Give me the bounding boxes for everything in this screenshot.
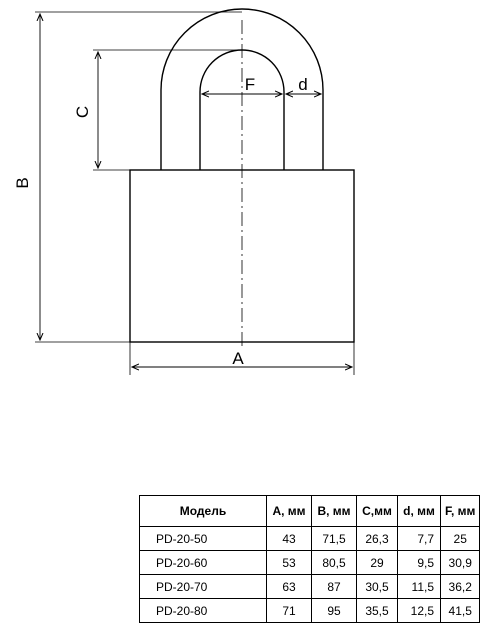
cell-f: 36,2 <box>439 574 481 599</box>
cell-c: 30,5 <box>356 574 398 599</box>
label-A: A <box>232 349 244 368</box>
cell-d: 11,5 <box>397 574 441 599</box>
header-c: C,мм <box>356 495 398 527</box>
cell-c: 35,5 <box>356 598 398 623</box>
header-d: d, мм <box>397 495 441 527</box>
cell-d: 12,5 <box>397 598 441 623</box>
cell-model: PD-20-80 <box>139 598 267 623</box>
cell-a: 63 <box>266 574 312 599</box>
dimension-lines <box>40 14 352 367</box>
cell-model: PD-20-70 <box>139 574 267 599</box>
cell-a: 53 <box>266 550 312 575</box>
header-f: F, мм <box>439 495 481 527</box>
spec-table: Модель A, мм B, мм C,мм d, мм F, мм PD-2… <box>139 495 481 623</box>
cell-model: PD-20-50 <box>139 526 267 551</box>
cell-f: 41,5 <box>439 598 481 623</box>
table-row: PD-20-50 43 71,5 26,3 7,7 25 <box>139 526 481 551</box>
label-C: C <box>73 106 92 118</box>
cell-b: 87 <box>311 574 357 599</box>
cell-b: 80,5 <box>311 550 357 575</box>
header-model: Модель <box>139 495 267 527</box>
header-a: A, мм <box>266 495 312 527</box>
extension-lines <box>35 11 355 375</box>
cell-f: 25 <box>439 526 481 551</box>
label-d: d <box>298 75 307 94</box>
table-row: PD-20-60 53 80,5 29 9,5 30,9 <box>139 550 481 575</box>
cell-b: 95 <box>311 598 357 623</box>
cell-model: PD-20-60 <box>139 550 267 575</box>
cell-f: 30,9 <box>439 550 481 575</box>
cell-d: 7,7 <box>397 526 441 551</box>
shackle-outer <box>160 8 324 170</box>
header-b: B, мм <box>311 495 357 527</box>
table-header-row: Модель A, мм B, мм C,мм d, мм F, мм <box>139 495 481 527</box>
table-row: PD-20-80 71 95 35,5 12,5 41,5 <box>139 598 481 623</box>
cell-c: 29 <box>356 550 398 575</box>
cell-a: 71 <box>266 598 312 623</box>
label-F: F <box>245 75 255 94</box>
cell-c: 26,3 <box>356 526 398 551</box>
cell-d: 9,5 <box>397 550 441 575</box>
padlock-dimension-drawing: B C A F d <box>13 8 355 375</box>
label-B: B <box>13 177 32 188</box>
cell-a: 43 <box>266 526 312 551</box>
table-row: PD-20-70 63 87 30,5 11,5 36,2 <box>139 574 481 599</box>
cell-b: 71,5 <box>311 526 357 551</box>
